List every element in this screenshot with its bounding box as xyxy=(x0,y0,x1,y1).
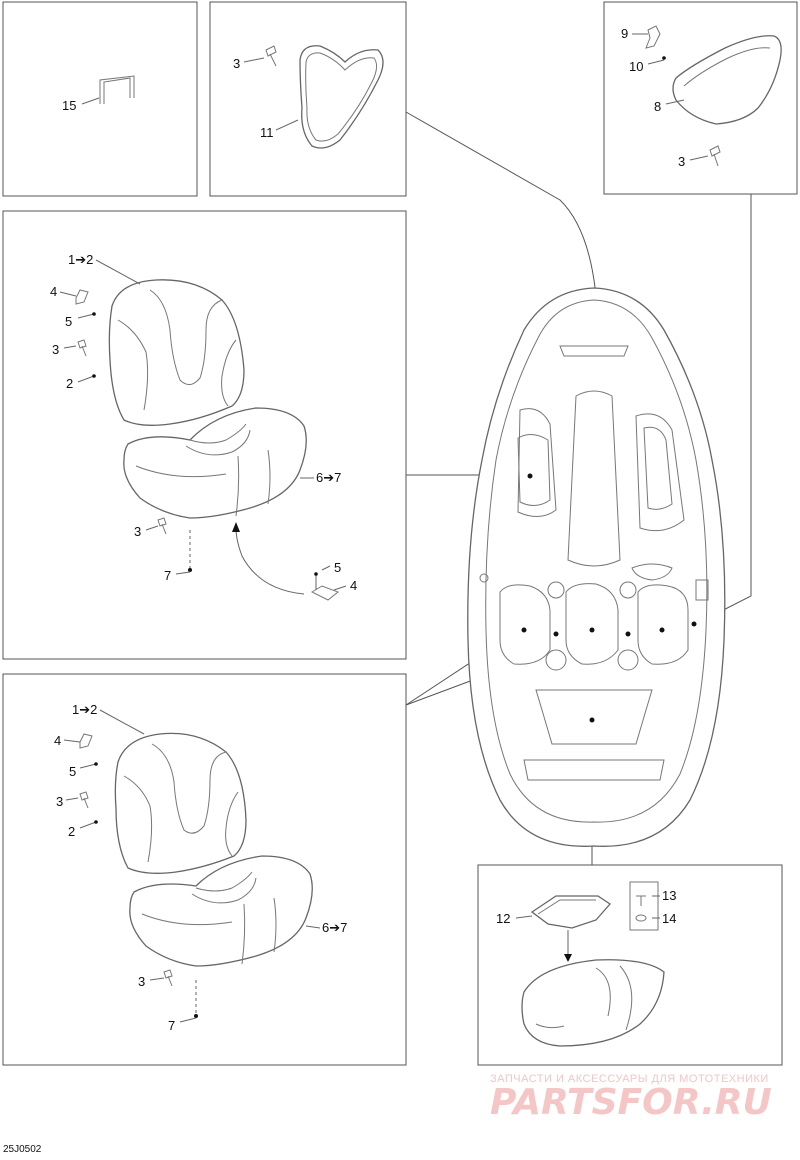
panel-floor-cover xyxy=(477,864,783,1066)
callout-5: 5 xyxy=(334,560,341,575)
panel-seat-lower xyxy=(2,673,407,1066)
backrest-pad-part: 3 11 xyxy=(233,45,384,149)
callout-2: 2 xyxy=(66,376,73,391)
callout-5: 5 xyxy=(65,314,72,329)
callout-10: 10 xyxy=(629,59,643,74)
callout-15: 15 xyxy=(62,98,76,113)
callout-3: 3 xyxy=(233,56,240,71)
rear-cushion-part: 9 10 8 3 xyxy=(621,25,782,169)
callout-7: 7 xyxy=(168,1018,175,1033)
watermark-subtitle: ЗАПЧАСТИ И АКСЕССУАРЫ ДЛЯ МОТОТЕХНИКИ xyxy=(490,1073,769,1085)
callout-12: 12 xyxy=(496,911,510,926)
callout-8: 8 xyxy=(654,99,661,114)
callout-7: 7 xyxy=(164,568,171,583)
seat-assembly-upper: 1➔2 4 5 3 2 6➔7 3 7 5 4 xyxy=(50,252,357,601)
panel-backrest-pad xyxy=(209,1,407,197)
seat-assembly-lower: 1➔2 4 5 3 2 6➔7 3 7 xyxy=(54,702,347,1033)
floor-cover-part: 12 13 14 xyxy=(496,881,676,1047)
callout-1-2: 1➔2 xyxy=(68,252,93,267)
callout-6-7: 6➔7 xyxy=(322,920,347,935)
watermark-brand: PARTSFOR.RU xyxy=(490,1082,772,1123)
callout-3: 3 xyxy=(678,154,685,169)
strap-part: 15 xyxy=(62,75,135,113)
panel-seat-upper xyxy=(2,210,407,660)
callout-13: 13 xyxy=(662,888,676,903)
diagram-code: 25J0502 xyxy=(3,1144,42,1155)
callout-4: 4 xyxy=(50,284,57,299)
callout-4: 4 xyxy=(350,578,357,593)
callout-14: 14 xyxy=(662,911,676,926)
callout-5: 5 xyxy=(69,764,76,779)
panel-strap xyxy=(2,1,198,197)
callout-4: 4 xyxy=(54,733,61,748)
callout-2: 2 xyxy=(68,824,75,839)
callout-11: 11 xyxy=(260,125,274,140)
callout-6-7: 6➔7 xyxy=(316,470,341,485)
hull-top-view xyxy=(467,287,726,847)
callout-9: 9 xyxy=(621,26,628,41)
callout-3: 3 xyxy=(134,524,141,539)
callout-1-2: 1➔2 xyxy=(72,702,97,717)
callout-3: 3 xyxy=(138,974,145,989)
callout-3: 3 xyxy=(52,342,59,357)
callout-3: 3 xyxy=(56,794,63,809)
panel-rear-cushion xyxy=(603,1,798,195)
